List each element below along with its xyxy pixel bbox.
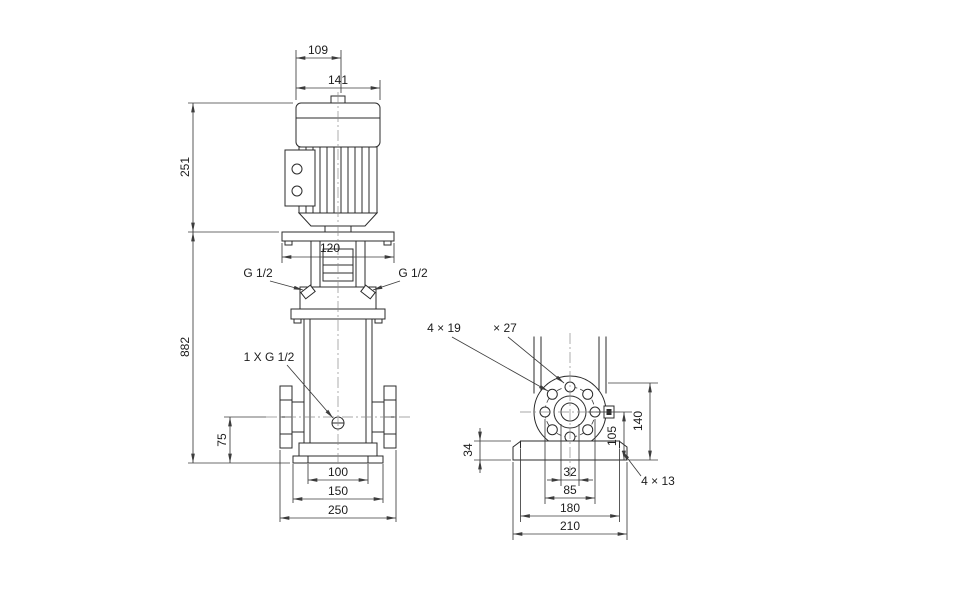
port-label-right: G 1/2 <box>372 266 428 291</box>
flange-hole-note-label: 4 × 19 <box>427 321 461 335</box>
dim-32-label: 32 <box>563 465 577 479</box>
dim-34-label: 34 <box>461 443 475 457</box>
base-hole-note-label: 4 × 13 <box>641 474 675 488</box>
dim-150: 150 <box>292 464 384 503</box>
dim-85: 85 <box>544 419 596 504</box>
motor-end-shield <box>297 212 379 227</box>
note-flange-holes: 4 × 19 <box>427 321 549 392</box>
pump-side-view <box>266 92 410 470</box>
port-right-label: G 1/2 <box>398 266 428 280</box>
dim-251-label: 251 <box>178 157 192 177</box>
cable-entry-hole <box>291 185 303 197</box>
dim-34: 34 <box>461 428 511 473</box>
dim-250: 250 <box>279 450 397 522</box>
pump-column <box>533 336 607 394</box>
dim-250-label: 250 <box>328 503 348 517</box>
side-view-dimensions: 109 141 251 882 120 G 1/2 <box>178 43 428 522</box>
motor-terminal-box <box>284 149 316 207</box>
dim-75-label: 75 <box>215 433 229 447</box>
port-left-label: G 1/2 <box>243 266 273 280</box>
vent-plug-left <box>300 284 316 300</box>
dim-140-label: 140 <box>631 411 645 431</box>
vent-plug-right <box>360 284 376 300</box>
dim-100-label: 100 <box>328 465 348 479</box>
note-counterbore: × 27 <box>493 321 565 384</box>
end-view-dimensions: 4 × 19 × 27 34 105 140 <box>427 321 675 540</box>
dim-141-label: 141 <box>328 73 348 87</box>
dim-210-label: 210 <box>560 519 580 533</box>
dim-85-label: 85 <box>563 483 577 497</box>
dim-75: 75 <box>215 416 266 463</box>
note-base-holes: 4 × 13 <box>621 450 675 488</box>
dim-251: 251 <box>178 102 293 233</box>
dim-882-label: 882 <box>178 337 192 357</box>
dim-105-label: 105 <box>605 426 619 446</box>
dim-882: 882 <box>178 232 290 464</box>
dim-100: 100 <box>307 464 369 484</box>
counterbore-note-label: × 27 <box>493 321 517 335</box>
drain-port-label: 1 X G 1/2 <box>244 350 295 364</box>
dim-109-label: 109 <box>308 43 328 57</box>
pump-sleeve <box>303 318 373 444</box>
dim-120: 120 <box>281 241 395 263</box>
dim-140: 140 <box>608 382 658 460</box>
drain-label: 1 X G 1/2 <box>244 350 334 419</box>
dim-141: 141 <box>296 73 381 100</box>
cable-entry-hole <box>291 163 303 175</box>
port-label-left: G 1/2 <box>243 266 304 291</box>
dim-210: 210 <box>512 462 628 540</box>
dim-180: 180 <box>520 449 620 522</box>
dim-109: 109 <box>295 43 342 100</box>
dim-32: 32 <box>547 424 593 486</box>
dim-150-label: 150 <box>328 484 348 498</box>
dim-120-label: 120 <box>320 241 340 255</box>
dim-180-label: 180 <box>560 501 580 515</box>
